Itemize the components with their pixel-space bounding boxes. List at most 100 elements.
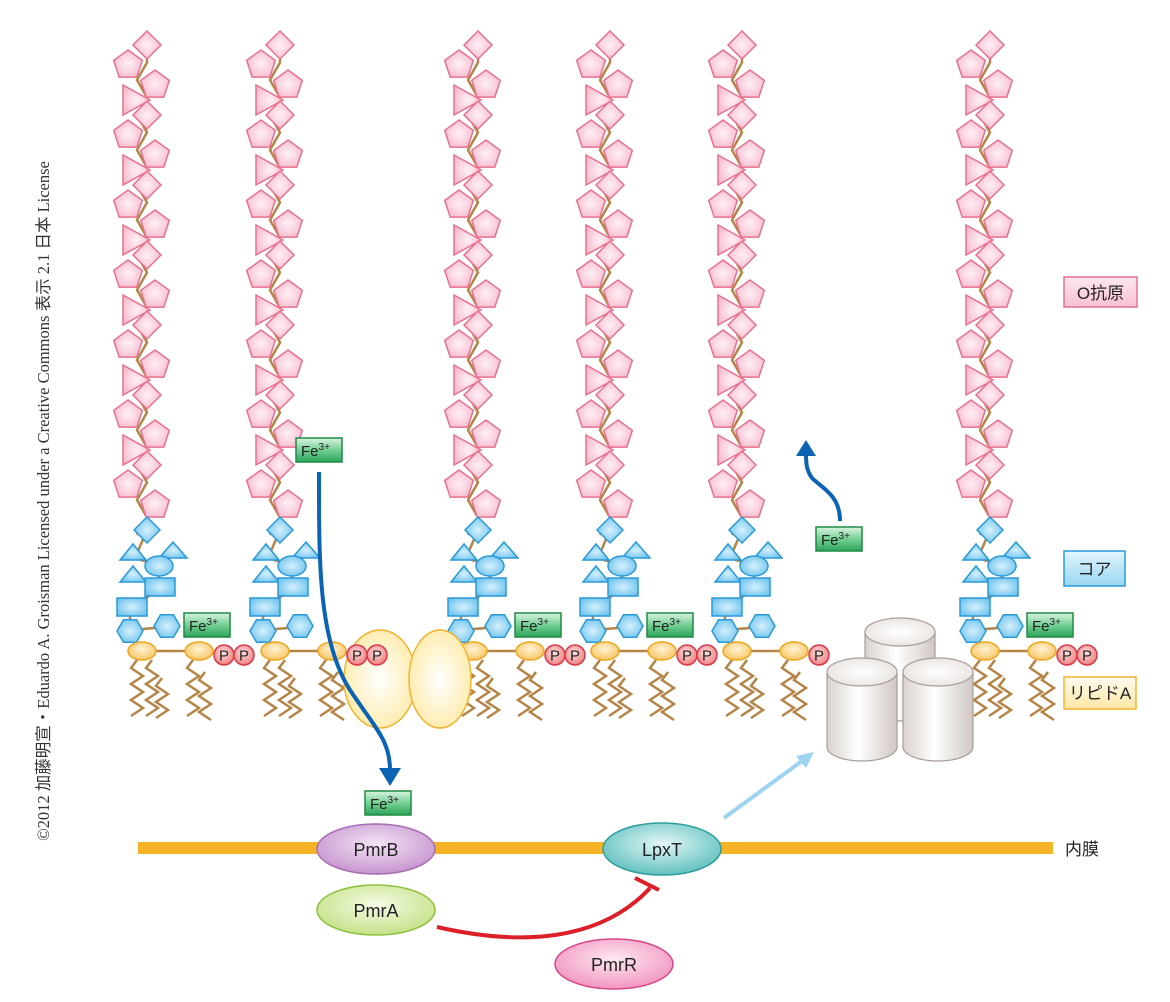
sugar-pentagon <box>470 349 502 378</box>
sugar-pentagon <box>443 189 475 218</box>
core-triangle <box>620 540 652 559</box>
core-hexagon <box>116 618 144 644</box>
sugar-triangle <box>585 153 615 187</box>
core-hexagon <box>484 613 512 639</box>
core-hexagon <box>249 618 277 644</box>
acyl-chain <box>647 659 665 718</box>
label-pmrR: PmrR <box>591 955 637 975</box>
phosphate-label: P <box>239 648 249 665</box>
acyl-chain <box>606 659 624 718</box>
core-hexagon <box>579 618 607 644</box>
core-rect <box>475 577 507 597</box>
sugar-diamond <box>594 29 626 61</box>
free-fe-ions: Fe3+ Fe3+ Fe3+ <box>295 437 863 816</box>
sugar-pentagon <box>470 279 502 308</box>
sugar-triangle <box>122 363 152 397</box>
sugar-pentagon <box>955 119 987 148</box>
sugar-pentagon <box>602 209 634 238</box>
acyl-chain <box>317 659 335 718</box>
core-hexagon <box>616 613 644 639</box>
sugar-pentagon <box>734 349 766 378</box>
o-antigen-chain <box>443 29 502 536</box>
sugar-triangle <box>453 293 483 327</box>
core-ellipse <box>277 555 307 577</box>
label-pmrB: PmrB <box>354 840 399 860</box>
sugar-pentagon <box>982 209 1014 238</box>
sugar-diamond <box>974 309 1006 341</box>
acyl-chain <box>659 671 677 722</box>
cylinder-top <box>826 657 898 687</box>
acyl-chain <box>779 659 797 718</box>
core-triangle <box>449 564 479 583</box>
core-rect <box>116 597 148 617</box>
core-ellipse <box>987 555 1017 577</box>
sugar-pentagon <box>112 399 144 428</box>
sugar-triangle <box>965 433 995 467</box>
core-rect <box>579 597 611 617</box>
sugar-pentagon <box>443 49 475 78</box>
sugar-diamond <box>264 29 296 61</box>
sugar-pentagon <box>139 209 171 238</box>
core-hexagon <box>153 613 181 639</box>
core-oligosaccharide <box>116 515 189 644</box>
sugar-pentagon <box>982 69 1014 98</box>
sugar-pentagon <box>245 329 277 358</box>
sugar-triangle <box>453 433 483 467</box>
fe-import-arrowhead <box>379 768 401 786</box>
fe-badge-label: Fe3+ <box>821 531 850 549</box>
glucosamine-head <box>127 641 157 661</box>
sugar-triangle <box>585 293 615 327</box>
acyl-chain <box>196 671 214 722</box>
sugar-pentagon <box>443 469 475 498</box>
sugar-pentagon <box>245 399 277 428</box>
core-triangle <box>118 542 148 561</box>
sugar-triangle <box>255 293 285 327</box>
sugar-diamond <box>264 379 296 411</box>
sugar-diamond <box>264 239 296 271</box>
sugar-diamond <box>462 379 494 411</box>
sugar-pentagon <box>112 259 144 288</box>
sugar-diamond <box>131 449 163 481</box>
phosphate-circle <box>564 644 586 666</box>
acyl-chain <box>616 677 634 720</box>
acyl-chain <box>748 677 766 720</box>
sugar-diamond <box>974 449 1006 481</box>
cylinder-body <box>826 672 898 762</box>
fe3-pmrB-bound-badge: Fe3+ <box>364 790 412 816</box>
phosphate-circle <box>233 644 255 666</box>
sugar-diamond <box>974 99 1006 131</box>
porin-right <box>408 629 472 729</box>
sugar-triangle <box>585 83 615 117</box>
glucosamine-head <box>1027 641 1057 661</box>
sugar-pentagon <box>734 419 766 448</box>
sugar-pentagon <box>955 259 987 288</box>
acyl-chain <box>184 659 202 718</box>
fe3-incoming-badge: Fe3+ <box>295 437 343 463</box>
fe-import-arrow <box>316 471 392 771</box>
sugar-pentagon <box>707 259 739 288</box>
fe-release-arrowhead <box>796 440 816 456</box>
core-diamond <box>265 515 295 545</box>
acyl-chain <box>791 671 809 722</box>
core-hexagon <box>959 618 987 644</box>
pmrA-inhibits-lpxT <box>436 886 652 940</box>
fe-badge-box <box>364 790 412 816</box>
sugar-diamond <box>594 99 626 131</box>
sugar-pentagon <box>112 119 144 148</box>
cylinder-top <box>864 617 936 647</box>
sugar-pentagon <box>139 279 171 308</box>
sugar-diamond <box>462 309 494 341</box>
sugar-pentagon <box>734 69 766 98</box>
sugar-diamond <box>974 239 1006 271</box>
core-hexagon <box>711 618 739 644</box>
sugar-pentagon <box>955 399 987 428</box>
sugar-pentagon <box>272 209 304 238</box>
acyl-chain <box>738 659 756 718</box>
legend-o-antigen: O抗原 <box>1063 276 1138 308</box>
sugar-diamond <box>131 29 163 61</box>
label-o-antigen: O抗原 <box>1077 284 1124 303</box>
